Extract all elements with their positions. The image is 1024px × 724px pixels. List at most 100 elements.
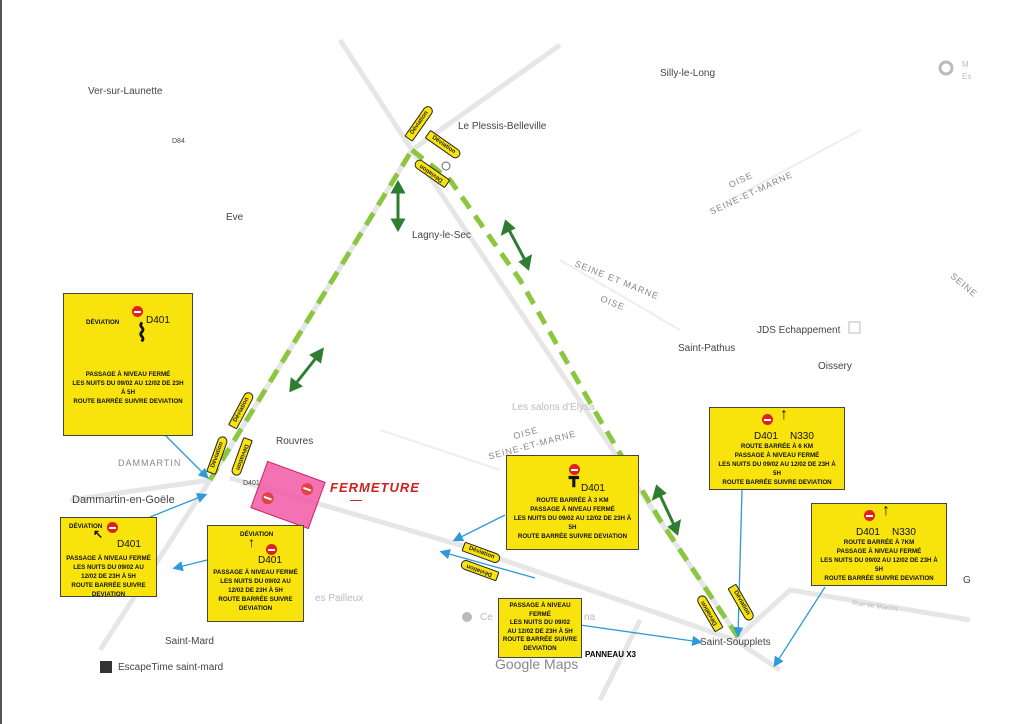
sign-line: 5H <box>773 470 781 477</box>
no-entry-icon <box>569 464 580 475</box>
sign-line: PASSAGE À NIVEAU <box>509 602 571 609</box>
t-junction-icon: ┳ <box>569 470 579 487</box>
deviation-sign: DÉVIATION D401 ⌇ PASSAGE À NIVEAU FERMÉ … <box>63 293 193 436</box>
place-label: Eve <box>226 212 244 223</box>
sign-line: 5H <box>568 524 577 531</box>
underline <box>350 500 362 501</box>
sign-line: 12/02 DE 23H À 5H <box>228 587 283 594</box>
deviation-route-west <box>207 148 415 482</box>
place-label: Saint-Soupplets <box>700 637 771 648</box>
sign-road: D401 <box>754 431 778 442</box>
border <box>379 429 501 471</box>
road-d401 <box>229 475 782 673</box>
deviation-route-east <box>410 148 743 642</box>
arrow-left-icon: ↖ <box>93 527 104 541</box>
sign-line: ROUTE BARRÉE SUIVRE <box>218 596 293 603</box>
pointer-arrow <box>172 559 208 572</box>
place-label: es Pailleux <box>315 593 364 604</box>
road <box>733 587 971 642</box>
sign-line: ROUTE BARRÉE À 7KM <box>843 539 915 546</box>
place-label: na <box>584 612 596 623</box>
place-label: EscapeTime saint-mard <box>118 662 224 673</box>
sign-road: D401 <box>146 315 170 326</box>
sign-line: À 5H <box>120 389 136 396</box>
place-icon <box>938 60 954 76</box>
no-entry-icon <box>266 544 277 555</box>
road-label: D401 <box>243 480 260 487</box>
sign-line: DEVIATION <box>91 591 126 598</box>
road <box>69 477 211 503</box>
pointer-arrow <box>452 514 506 542</box>
place-label: Oissery <box>818 361 852 372</box>
sign-line: DEVIATION <box>238 605 273 612</box>
no-entry-icon <box>107 522 118 533</box>
google-maps-logo: Google Maps <box>495 656 579 672</box>
double-arrow-icon <box>390 179 406 233</box>
sign-line: PASSAGE À NIVEAU FERMÉ <box>85 371 171 378</box>
border <box>559 259 681 331</box>
pointer-arrow <box>773 586 826 668</box>
place-icon <box>848 321 861 334</box>
sign-road: N330 <box>892 527 916 538</box>
panneau-count-label: PANNEAU X3 <box>585 650 636 659</box>
sign-road: D401 <box>856 527 880 538</box>
road-closed-sign: ↑ D401 N330 ROUTE BARRÉE À 6 KM PASSAGE … <box>709 407 845 490</box>
place-icon <box>462 612 472 622</box>
place-label: M <box>962 60 969 69</box>
sign-line: PASSAGE À NIVEAU FERMÉ <box>530 506 615 513</box>
place-label: Silly-le-Long <box>660 68 716 79</box>
arrow-up-icon: ↑ <box>248 534 255 550</box>
sign-line: ROUTE BARRÉE À 3 KM <box>536 497 609 504</box>
place-label: Ce <box>480 612 493 623</box>
place-label: Saint-Mard <box>165 636 214 647</box>
border <box>729 129 861 201</box>
sign-line: PASSAGE À NIVEAU FERMÉ <box>66 555 151 562</box>
double-arrow-icon <box>651 484 682 536</box>
place-label: Le Plessis-Belleville <box>458 121 547 132</box>
road-closed-sign: ┳ D401 ROUTE BARRÉE À 3 KM PASSAGE À NIV… <box>506 455 639 550</box>
sign-line: ROUTE BARRÉE SUIVRE <box>502 636 578 643</box>
station-icon <box>441 161 451 171</box>
pointer-arrows <box>149 434 826 668</box>
pointer-arrow <box>439 549 536 579</box>
sign-line: ROUTE BARRÉE SUIVRE DEVIATION <box>722 479 832 486</box>
road <box>410 42 562 153</box>
sign-line: ROUTE BARRÉE SUIVRE <box>71 582 146 589</box>
sign-header: DÉVIATION <box>86 319 120 326</box>
level-crossing-sign: PASSAGE À NIVEAU FERMÉ LES NUITS DU 09/0… <box>498 598 582 658</box>
sign-line: LES NUITS DU 09/02 AU 12/02 DE 23H À <box>820 557 938 564</box>
sign-line: LES NUITS DU 09/02 AU <box>73 564 144 571</box>
sign-road: D401 <box>117 539 141 550</box>
sign-line: ROUTE BARRÉE SUIVRE DEVIATION <box>73 398 183 405</box>
place-label: Ver-sur-Launette <box>88 86 163 97</box>
sign-line: LES NUITS DU 09/02 <box>509 619 571 626</box>
sign-line: ROUTE BARRÉE À 6 KM <box>740 443 814 450</box>
sign-line: DEVIATION <box>523 644 557 652</box>
winding-arrow-icon: ⌇ <box>136 320 148 347</box>
place-label: JDS Echappement <box>757 325 841 336</box>
sign-line: PASSAGE À NIVEAU FERMÉ <box>213 569 298 576</box>
deviation-sign: DÉVIATION ↑ D401 PASSAGE À NIVEAU FERMÉ … <box>207 525 304 622</box>
pointer-arrow <box>579 624 703 647</box>
pointer-arrow <box>733 489 744 638</box>
no-entry-icon <box>864 510 875 521</box>
sign-line: PASSAGE À NIVEAU FERMÉ <box>836 548 922 555</box>
place-label: G <box>963 575 971 586</box>
no-entry-icon <box>259 490 276 506</box>
sign-line: LES NUITS DU 09/02 AU 12/02 DE 23H À <box>718 461 836 468</box>
sign-line: ROUTE BARRÉE SUIVRE DEVIATION <box>824 575 934 582</box>
road <box>337 38 415 152</box>
place-label: Saint-Pathus <box>678 343 736 354</box>
deviation-routes <box>207 148 743 642</box>
sign-line: 12/02 DE 23H À 5H <box>81 573 136 580</box>
sign-line: AU 12/02 DE 23H À 5H <box>507 627 573 635</box>
sign-road: D401 <box>258 555 282 566</box>
sign-line: 5H <box>875 566 883 573</box>
deviation-sign: DÉVIATION ↖ D401 PASSAGE À NIVEAU FERMÉ … <box>60 517 157 598</box>
sign-header: DÉVIATION <box>240 531 274 538</box>
sign-line: LES NUITS DU 09/02 AU 12/02 DE 23H À <box>513 515 632 522</box>
no-entry-icon <box>299 481 315 497</box>
sign-line: PASSAGE À NIVEAU FERMÉ <box>734 452 820 459</box>
road-label: D84 <box>172 138 185 145</box>
sign-road: D401 <box>581 483 605 494</box>
